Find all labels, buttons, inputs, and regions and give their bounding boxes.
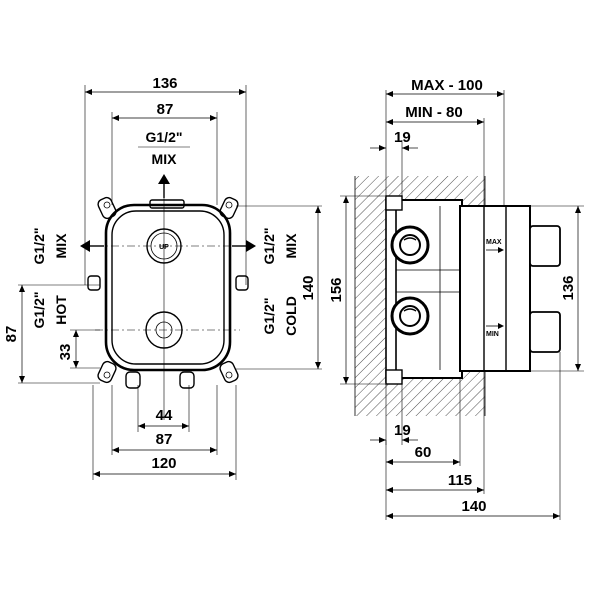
mounting-ears <box>87 196 249 389</box>
min-mark: MIN <box>486 331 499 338</box>
max-mark: MAX <box>486 239 502 246</box>
top-thread-label: G1/2" <box>146 129 183 145</box>
body-block <box>391 199 463 379</box>
body-front-block <box>459 205 531 372</box>
svg-text:87: 87 <box>156 431 173 448</box>
flange-plate <box>385 197 397 383</box>
svg-text:140: 140 <box>461 498 486 515</box>
left-port-label-lower: HOT <box>53 295 69 325</box>
dim-120-bottom: 120 <box>92 385 237 480</box>
dim-87-top: 87 <box>111 101 218 205</box>
top-clamp <box>149 199 185 209</box>
svg-text:19: 19 <box>394 129 411 146</box>
dim-156: 156 <box>328 195 386 385</box>
svg-text:136: 136 <box>152 75 177 92</box>
right-thread-label-lower: G1/2" <box>261 298 277 335</box>
mix-left-arrow <box>80 240 104 252</box>
dim-136-top: 136 <box>84 75 247 285</box>
upper-port <box>390 225 430 265</box>
left-thread-label-lower: G1/2" <box>31 292 47 329</box>
top-port-label: MIX <box>152 151 178 167</box>
mix-top-arrow <box>158 174 170 198</box>
lower-port <box>390 296 430 336</box>
dim-19-top: 19 <box>370 129 418 198</box>
svg-text:136: 136 <box>560 275 577 300</box>
dim-max-100: MAX - 100 <box>385 77 505 206</box>
lower-stem <box>529 311 561 353</box>
dim-136-side: 136 <box>530 205 584 372</box>
dim-min-80: MIN - 80 <box>386 104 485 206</box>
dim-87-bottom: 87 <box>111 385 218 455</box>
left-thread-label-upper: G1/2" <box>31 228 47 265</box>
dim-115: 115 <box>385 372 485 520</box>
svg-text:87: 87 <box>3 326 20 343</box>
valve-body-inner-outline <box>111 210 225 365</box>
svg-text:MIN - 80: MIN - 80 <box>405 104 463 121</box>
svg-text:120: 120 <box>151 455 176 472</box>
svg-text:19: 19 <box>394 422 411 439</box>
svg-text:33: 33 <box>57 344 74 361</box>
dim-44-bottom: 44 <box>137 385 190 432</box>
left-port-label-upper: MIX <box>53 233 69 259</box>
svg-text:115: 115 <box>448 472 472 489</box>
right-thread-label-upper: G1/2" <box>261 228 277 265</box>
side-view: MAX MIN MAX - 100 MIN - 80 19 <box>328 77 584 520</box>
svg-text:87: 87 <box>157 101 174 118</box>
dim-60: 60 <box>386 378 461 466</box>
svg-text:156: 156 <box>328 277 345 302</box>
svg-text:44: 44 <box>156 407 173 424</box>
dim-140-right: 140 <box>236 205 322 370</box>
dim-33-left: 33 <box>57 329 100 369</box>
right-port-label-upper: MIX <box>283 233 299 259</box>
mix-right-arrow <box>232 240 256 252</box>
right-port-label-lower: COLD <box>283 296 299 336</box>
svg-text:60: 60 <box>415 444 432 461</box>
upper-stem <box>529 225 561 267</box>
dim-87-left: 87 <box>3 284 100 384</box>
svg-text:140: 140 <box>300 275 317 300</box>
valve-body-outline <box>104 203 232 372</box>
front-view: UP G1/2" MIX G1/2" MIX G1/2" <box>3 75 322 480</box>
dim-140-side: 140 <box>386 352 561 520</box>
svg-text:MAX - 100: MAX - 100 <box>411 77 483 94</box>
dim-19-bottom: 19 <box>370 382 418 445</box>
